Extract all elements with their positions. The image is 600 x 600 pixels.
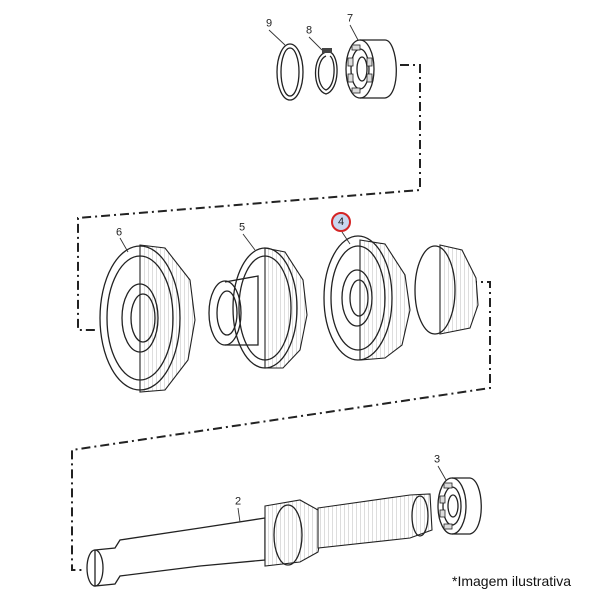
part-3-bearing[interactable]: [437, 465, 482, 535]
part-5-hub-gear[interactable]: [208, 233, 308, 369]
callout-6[interactable]: 6: [115, 226, 123, 239]
part-4-double-gear[interactable]: [323, 231, 479, 361]
callout-9[interactable]: 9: [265, 17, 273, 30]
callout-2[interactable]: 2: [234, 495, 242, 508]
part-6-large-gear[interactable]: [99, 237, 196, 393]
part-7-bearing[interactable]: [345, 24, 397, 99]
assembly-line-middle: [71, 281, 491, 571]
part-2-main-shaft[interactable]: [86, 493, 433, 587]
assembly-line-top: [77, 64, 421, 331]
callout-5[interactable]: 5: [238, 221, 246, 234]
part-9-snap-ring[interactable]: [268, 29, 304, 101]
callout-7[interactable]: 7: [346, 12, 354, 25]
illustrative-image-caption: *Imagem ilustrativa: [452, 573, 572, 589]
callout-8[interactable]: 8: [305, 24, 313, 37]
callout-4-highlighted[interactable]: 4: [331, 212, 351, 232]
callout-3[interactable]: 3: [433, 453, 441, 466]
part-8-circlip[interactable]: [308, 36, 338, 95]
